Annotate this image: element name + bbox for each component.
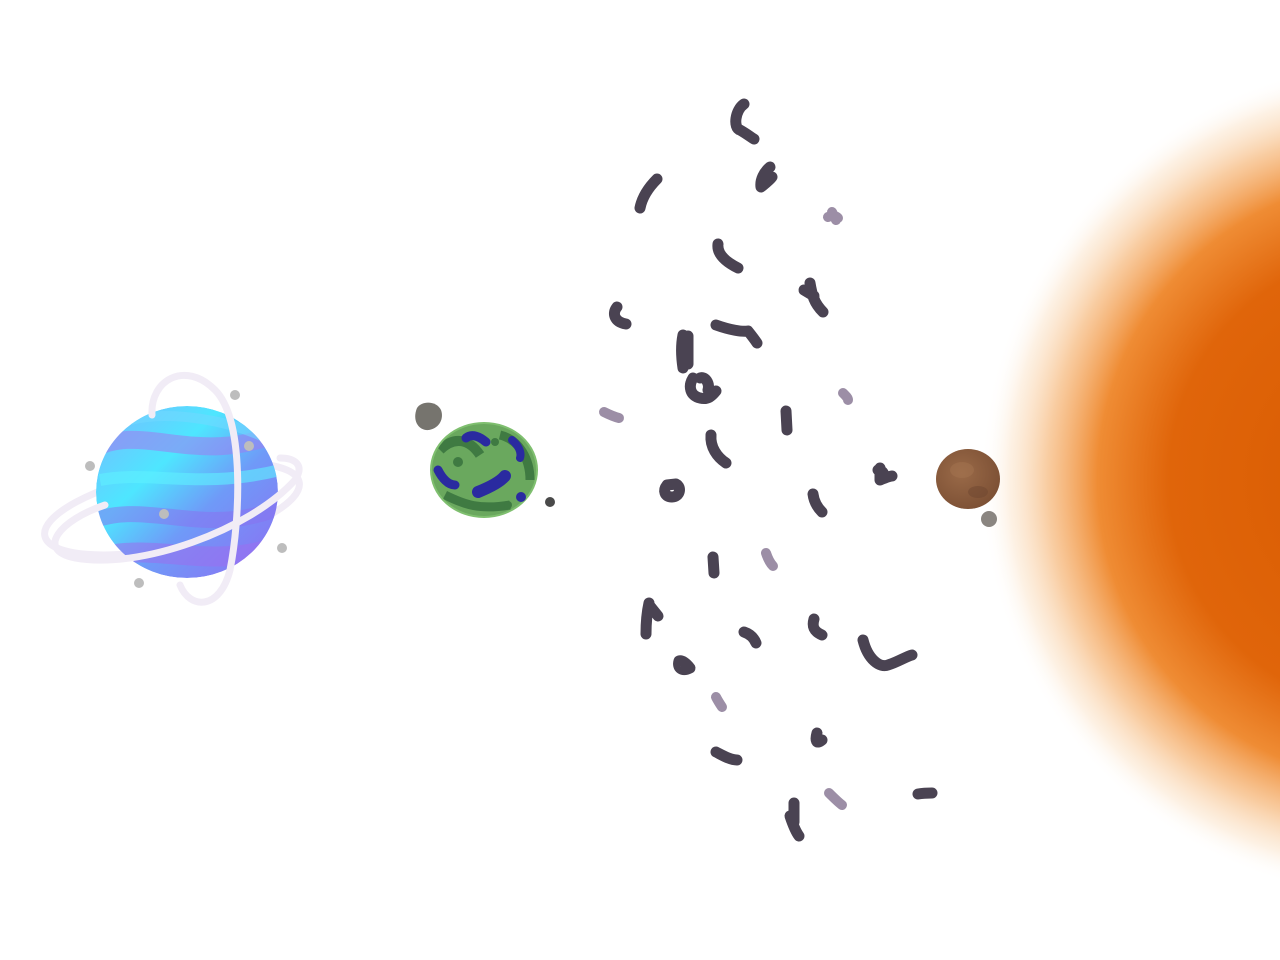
green-planet (430, 422, 555, 518)
gray-moon (415, 402, 442, 431)
sun (980, 77, 1280, 883)
ringed-ice-planet (41, 371, 303, 606)
asteroid-belt (599, 98, 938, 842)
brown-planet (936, 449, 1000, 527)
